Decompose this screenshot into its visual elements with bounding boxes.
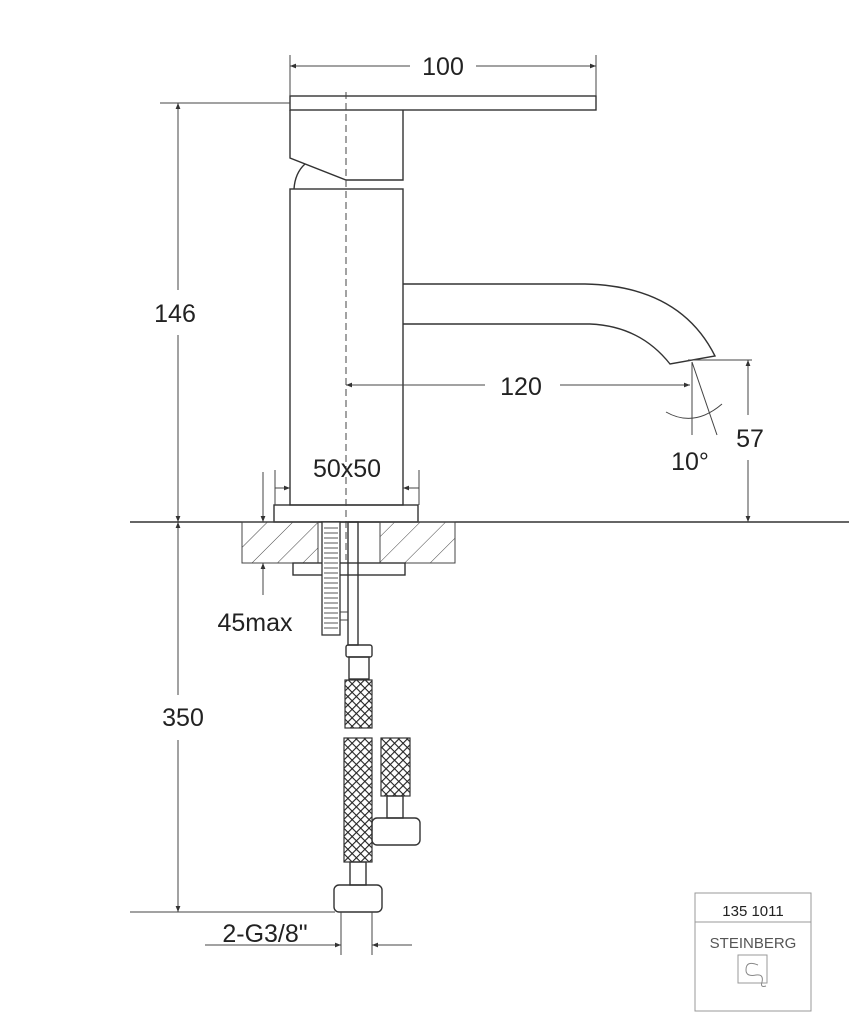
hose-sleeve-hot: [386, 795, 404, 819]
hose-nut-top: [345, 644, 373, 658]
braided-hose-upper: [344, 679, 373, 729]
braided-hose-cold: [343, 737, 373, 863]
article-number: 135 1011: [722, 903, 783, 920]
dim-counter-thickness: 45max: [217, 609, 293, 637]
lever: [289, 95, 597, 111]
brand-logo-icon: [737, 954, 768, 987]
inlet-pipe: [347, 521, 359, 646]
dim-spout-angle: 10°: [671, 448, 709, 476]
dim-total-height: 146: [154, 300, 196, 328]
dimension-labels: 100 146 120 57 10° 50x50 45max 350 2-G3/…: [154, 53, 764, 948]
mounting-plate: [292, 562, 406, 576]
counter-hatch-left: [241, 521, 319, 564]
dimension-lines: [130, 55, 752, 955]
hose-nut-hot: [371, 817, 421, 846]
faucet-body: [273, 92, 717, 560]
pivot-arc: [293, 163, 306, 190]
supply-hoses: [333, 644, 421, 913]
dim-lever-width: 100: [422, 53, 464, 81]
dim-spout-height: 57: [736, 425, 764, 453]
dim-hose-length: 350: [162, 704, 204, 732]
brand-name: STEINBERG: [710, 935, 797, 952]
hose-nut-cold: [333, 884, 383, 913]
dim-spout-reach: 120: [500, 373, 542, 401]
dim-connection: 2-G3/8": [222, 920, 307, 948]
braided-hose-hot: [380, 737, 411, 797]
hose-sleeve: [348, 656, 370, 680]
title-block: 135 1011 STEINBERG: [694, 892, 812, 1012]
counter-hatch-right: [379, 521, 456, 564]
dim-base-size: 50x50: [313, 455, 381, 483]
hose-sleeve-cold: [349, 861, 367, 886]
spout: [403, 283, 717, 365]
